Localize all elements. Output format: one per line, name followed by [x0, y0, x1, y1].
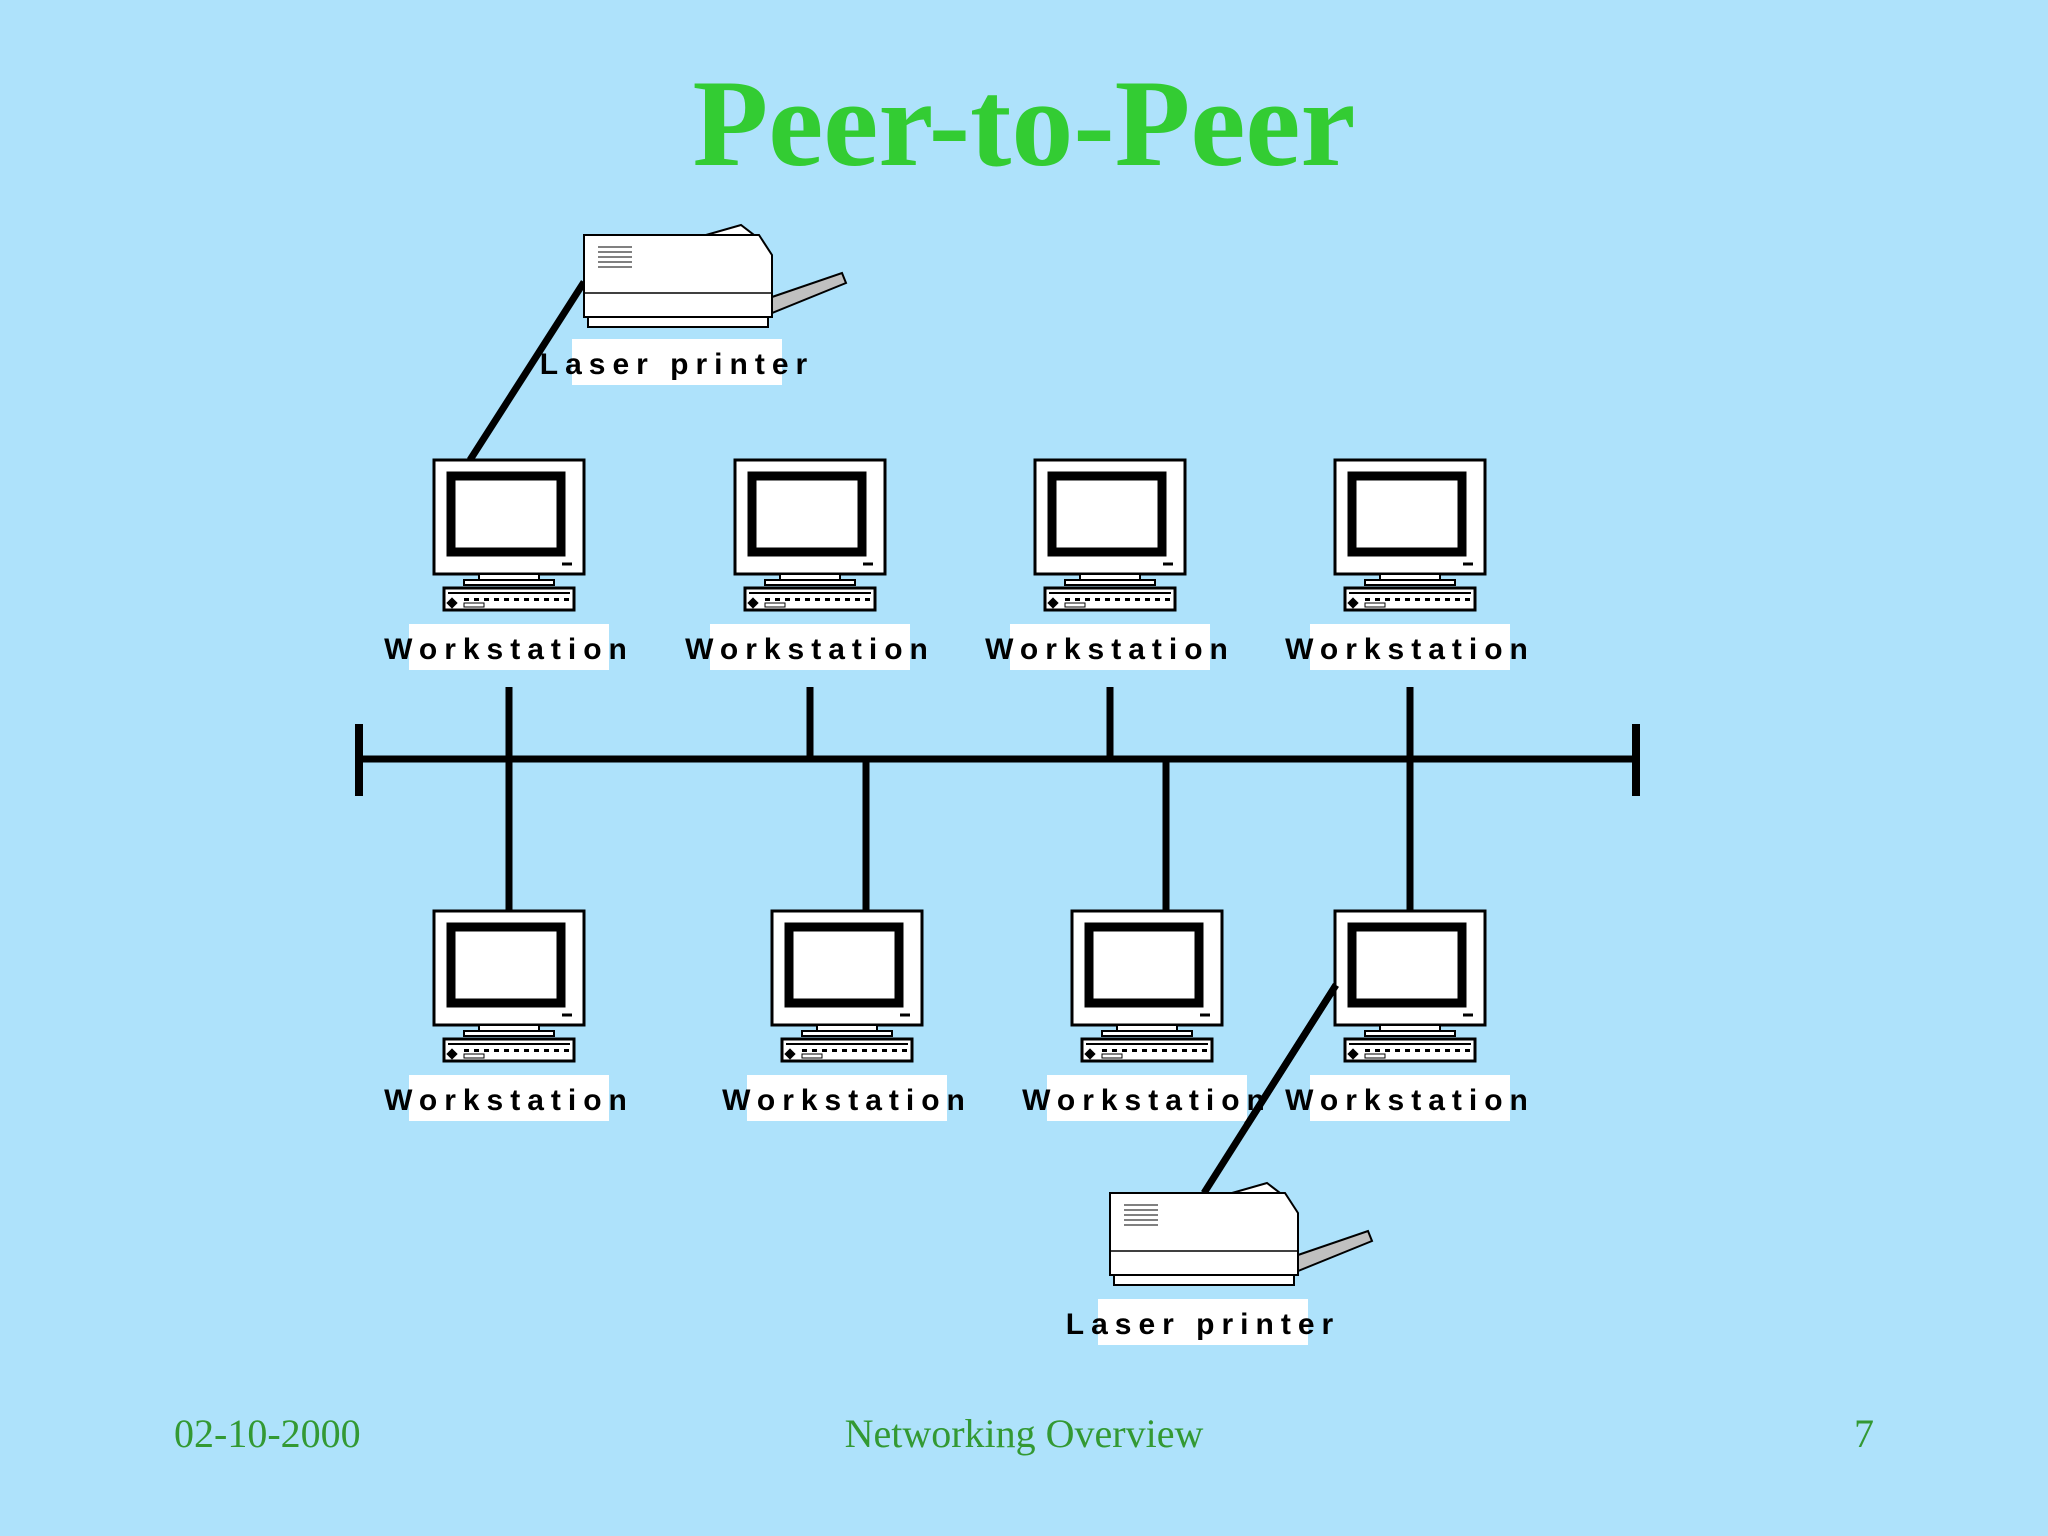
- workstation-bottom-4: [1333, 909, 1487, 1063]
- workstation-bottom-label-1-text: Workstation: [384, 1084, 634, 1117]
- workstation-icon: [1333, 458, 1487, 612]
- workstation-bottom-label-2: Workstation: [722, 1075, 972, 1121]
- workstation-bottom-label-4: Workstation: [1285, 1075, 1535, 1121]
- workstation-top-1: [432, 458, 586, 612]
- workstation-bottom-label-1: Workstation: [384, 1075, 634, 1121]
- workstation-top-4: [1333, 458, 1487, 612]
- workstation-top-label-3-text: Workstation: [985, 633, 1235, 666]
- workstation-icon: [1033, 458, 1187, 612]
- workstation-icon: [432, 909, 586, 1063]
- workstation-bottom-label-3: Workstation: [1022, 1075, 1272, 1121]
- workstation-top-label-4-text: Workstation: [1285, 633, 1535, 666]
- workstation-top-2: [733, 458, 887, 612]
- workstation-top-label-4: Workstation: [1285, 624, 1535, 670]
- workstation-bottom-label-3-text: Workstation: [1022, 1084, 1272, 1117]
- footer-title: Networking Overview: [844, 1411, 1204, 1456]
- laser-printer-bottom-label: Laser printer: [1066, 1299, 1340, 1345]
- laser-printer-icon: [583, 223, 848, 328]
- workstation-top-label-2-text: Workstation: [685, 633, 935, 666]
- workstation-icon: [1333, 909, 1487, 1063]
- workstation-top-label-2: Workstation: [685, 624, 935, 670]
- workstation-bottom-label-4-text: Workstation: [1285, 1084, 1535, 1117]
- laser-printer-icon: [1109, 1181, 1374, 1286]
- workstation-icon: [770, 909, 924, 1063]
- workstation-top-label-1: Workstation: [384, 624, 634, 670]
- workstation-top-label-1-text: Workstation: [384, 633, 634, 666]
- footer-date: 02-10-2000: [174, 1411, 361, 1456]
- laser-printer-top: [583, 223, 848, 328]
- printer-cable-bottom-overlay: [1244, 983, 1339, 1127]
- laser-printer-bottom-label-text: Laser printer: [1066, 1308, 1340, 1341]
- workstation-top-3: [1033, 458, 1187, 612]
- workstation-icon: [733, 458, 887, 612]
- workstation-top-label-3: Workstation: [985, 624, 1235, 670]
- laser-printer-top-label: Laser printer: [540, 339, 814, 385]
- printer-cable-top: [467, 280, 587, 462]
- laser-printer-top-label-text: Laser printer: [540, 348, 814, 381]
- footer-page-number: 7: [1854, 1411, 1874, 1456]
- workstation-bottom-2: [770, 909, 924, 1063]
- slide-title: Peer-to-Peer: [692, 55, 1356, 192]
- workstation-bottom-label-2-text: Workstation: [722, 1084, 972, 1117]
- workstation-icon: [432, 458, 586, 612]
- workstation-bottom-1: [432, 909, 586, 1063]
- workstation-bottom-3: [1070, 909, 1224, 1063]
- laser-printer-bottom: [1109, 1181, 1374, 1286]
- workstation-icon: [1070, 909, 1224, 1063]
